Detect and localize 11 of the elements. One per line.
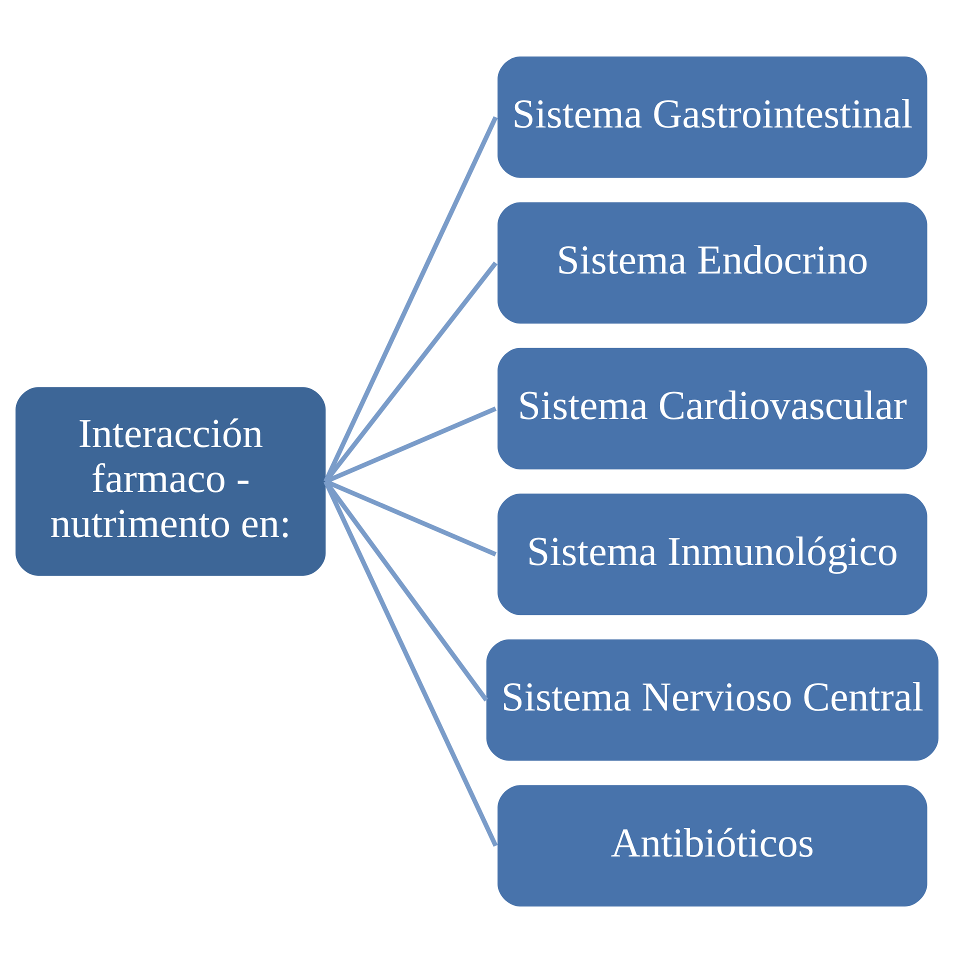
- connector: [324, 480, 498, 846]
- node-box: Antibióticos: [498, 784, 928, 906]
- node-box: Interacción farmaco - nutrimento en:: [16, 386, 326, 576]
- connector: [324, 260, 498, 482]
- node-box: Sistema Nervioso Central: [486, 638, 938, 760]
- node-box: Sistema Inmunológico: [498, 493, 928, 615]
- connector: [324, 116, 498, 482]
- node-box: Sistema Gastrointestinal: [498, 56, 928, 178]
- node-box: Sistema Cardiovascular: [498, 347, 928, 469]
- connector: [324, 480, 488, 701]
- node-box: Sistema Endocrino: [498, 202, 928, 324]
